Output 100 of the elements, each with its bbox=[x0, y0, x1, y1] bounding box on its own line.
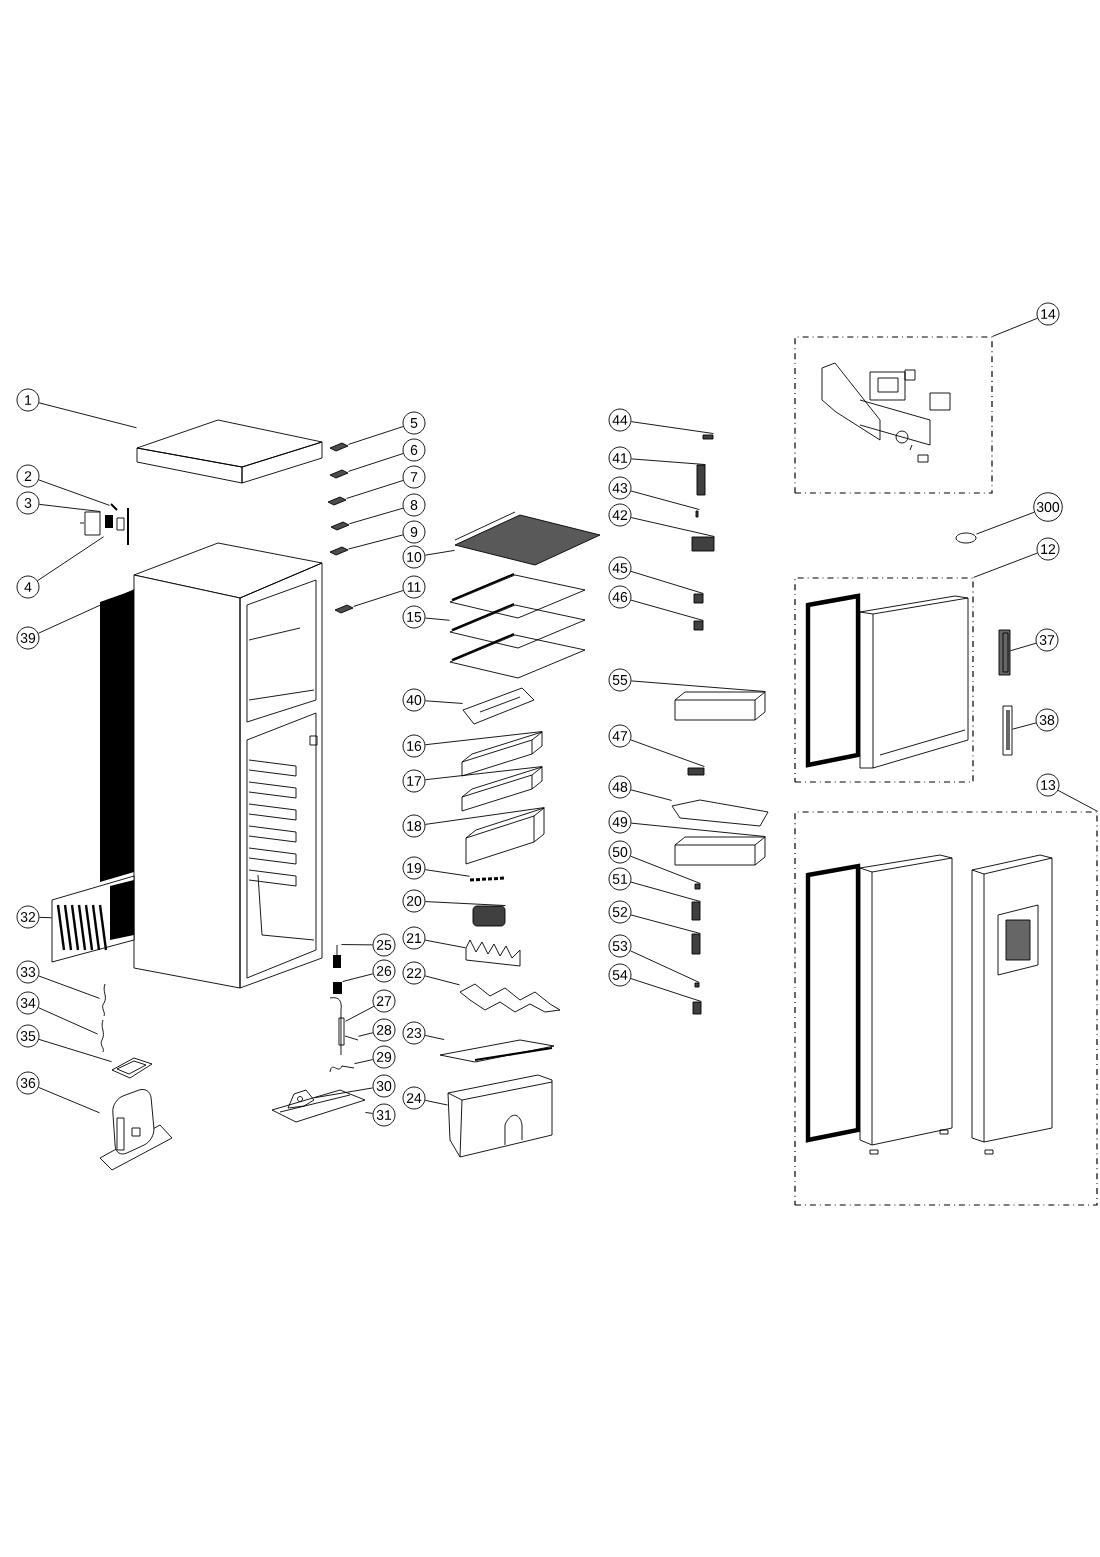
callout-number: 24 bbox=[402, 1086, 426, 1110]
leader-line bbox=[424, 700, 463, 704]
top-cover-drawing bbox=[136, 419, 323, 484]
leader-line bbox=[630, 739, 705, 767]
ice-tray-drawing bbox=[472, 905, 506, 927]
callout-number: 4 bbox=[16, 575, 40, 599]
callout-number: 7 bbox=[402, 465, 426, 489]
leader-line bbox=[630, 517, 715, 537]
leader-line bbox=[425, 901, 506, 906]
callout-number: 6 bbox=[402, 438, 426, 462]
leader-line bbox=[38, 503, 101, 512]
callout-number: 34 bbox=[16, 991, 40, 1015]
leader-line bbox=[1010, 642, 1037, 652]
leader-line bbox=[630, 421, 714, 434]
callout-number: 27 bbox=[372, 989, 396, 1013]
leader-line bbox=[630, 458, 706, 465]
leader-line bbox=[630, 881, 701, 902]
callout-number: 38 bbox=[1035, 708, 1059, 732]
leader-line bbox=[348, 534, 404, 550]
leader-line bbox=[38, 975, 100, 999]
ice-tray-drawing bbox=[469, 876, 507, 882]
leader-line bbox=[424, 869, 470, 877]
small-part-drawing bbox=[691, 536, 715, 552]
callout-number: 47 bbox=[608, 724, 632, 748]
small-part-drawing bbox=[691, 933, 701, 955]
hinge-drawing bbox=[329, 546, 349, 556]
assembly-frame bbox=[794, 811, 1098, 1206]
leader-line bbox=[1012, 722, 1037, 730]
callout-number: 29 bbox=[372, 1045, 396, 1069]
leader-line bbox=[348, 453, 404, 472]
callout-number: 9 bbox=[402, 520, 426, 544]
leader-line bbox=[345, 1005, 375, 1022]
leader-line bbox=[630, 822, 766, 837]
small-part-drawing bbox=[687, 767, 705, 776]
small-part-drawing bbox=[696, 464, 706, 496]
callout-number: 16 bbox=[402, 734, 426, 758]
leader-line bbox=[424, 766, 543, 781]
callout-number: 1 bbox=[16, 388, 40, 412]
handle-drawing bbox=[998, 629, 1011, 676]
wire-drawing bbox=[329, 1065, 355, 1073]
door-bin-drawing bbox=[461, 766, 543, 812]
callout-number: 28 bbox=[372, 1018, 396, 1042]
leader-line bbox=[353, 590, 404, 607]
door-bin-drawing bbox=[465, 807, 545, 865]
callout-number: 22 bbox=[402, 961, 426, 985]
leader-line bbox=[38, 1086, 100, 1114]
leader-line bbox=[348, 426, 404, 445]
crisper-cover-drawing bbox=[439, 1039, 555, 1063]
callout-number: 25 bbox=[372, 933, 396, 957]
leader-line bbox=[629, 950, 700, 983]
callout-number: 15 bbox=[402, 605, 426, 629]
bottle-rack-drawing bbox=[465, 939, 521, 967]
compressor-drawing bbox=[99, 1089, 173, 1171]
callout-number: 30 bbox=[372, 1074, 396, 1098]
leader-line bbox=[354, 1059, 374, 1065]
callout-number: 3 bbox=[16, 491, 40, 515]
callout-number: 31 bbox=[372, 1103, 396, 1127]
leader-line bbox=[358, 1032, 374, 1037]
small-part-drawing bbox=[695, 510, 699, 518]
callout-number: 36 bbox=[16, 1071, 40, 1095]
callout-number: 14 bbox=[1036, 302, 1060, 326]
hinge-pin-drawing bbox=[327, 496, 347, 506]
hinge-drawing bbox=[330, 521, 350, 531]
handle-drawing bbox=[1002, 705, 1013, 756]
screw-drawing bbox=[344, 1035, 359, 1041]
callout-number: 54 bbox=[608, 963, 632, 987]
callout-number: 21 bbox=[402, 926, 426, 950]
door-bin-drawing bbox=[674, 836, 766, 866]
cover-plate-drawing bbox=[271, 1089, 366, 1123]
door-bin-drawing bbox=[674, 691, 766, 721]
callout-number: 26 bbox=[372, 959, 396, 983]
small-part-drawing bbox=[694, 982, 700, 988]
callout-number: 44 bbox=[608, 408, 632, 432]
wire-drawing bbox=[102, 983, 106, 1017]
callout-number: 41 bbox=[608, 446, 632, 470]
leader-line bbox=[630, 789, 672, 801]
leader-line bbox=[38, 402, 137, 429]
callout-number: 49 bbox=[608, 810, 632, 834]
leader-line bbox=[976, 511, 1035, 535]
callout-number: 37 bbox=[1035, 628, 1059, 652]
leader-line bbox=[38, 479, 110, 506]
callout-number: 55 bbox=[608, 668, 632, 692]
small-part-drawing bbox=[693, 593, 704, 604]
callout-number: 43 bbox=[608, 476, 632, 500]
small-part-drawing bbox=[694, 883, 701, 890]
hinge-drawing bbox=[329, 469, 349, 479]
hinge-cover-drawing bbox=[334, 604, 354, 614]
egg-tray-drawing bbox=[459, 983, 561, 1013]
callout-number: 20 bbox=[402, 889, 426, 913]
rear-grille-drawing bbox=[51, 875, 135, 963]
callout-number: 13 bbox=[1036, 773, 1060, 797]
leader-line bbox=[424, 617, 450, 621]
callout-number: 5 bbox=[402, 411, 426, 435]
leader-line bbox=[424, 731, 543, 746]
callout-number: 35 bbox=[16, 1024, 40, 1048]
leader-line bbox=[630, 490, 700, 510]
crisper-drawing bbox=[447, 1074, 553, 1158]
leader-line bbox=[342, 973, 374, 982]
callout-number: 45 bbox=[608, 556, 632, 580]
callout-number: 2 bbox=[16, 464, 40, 488]
